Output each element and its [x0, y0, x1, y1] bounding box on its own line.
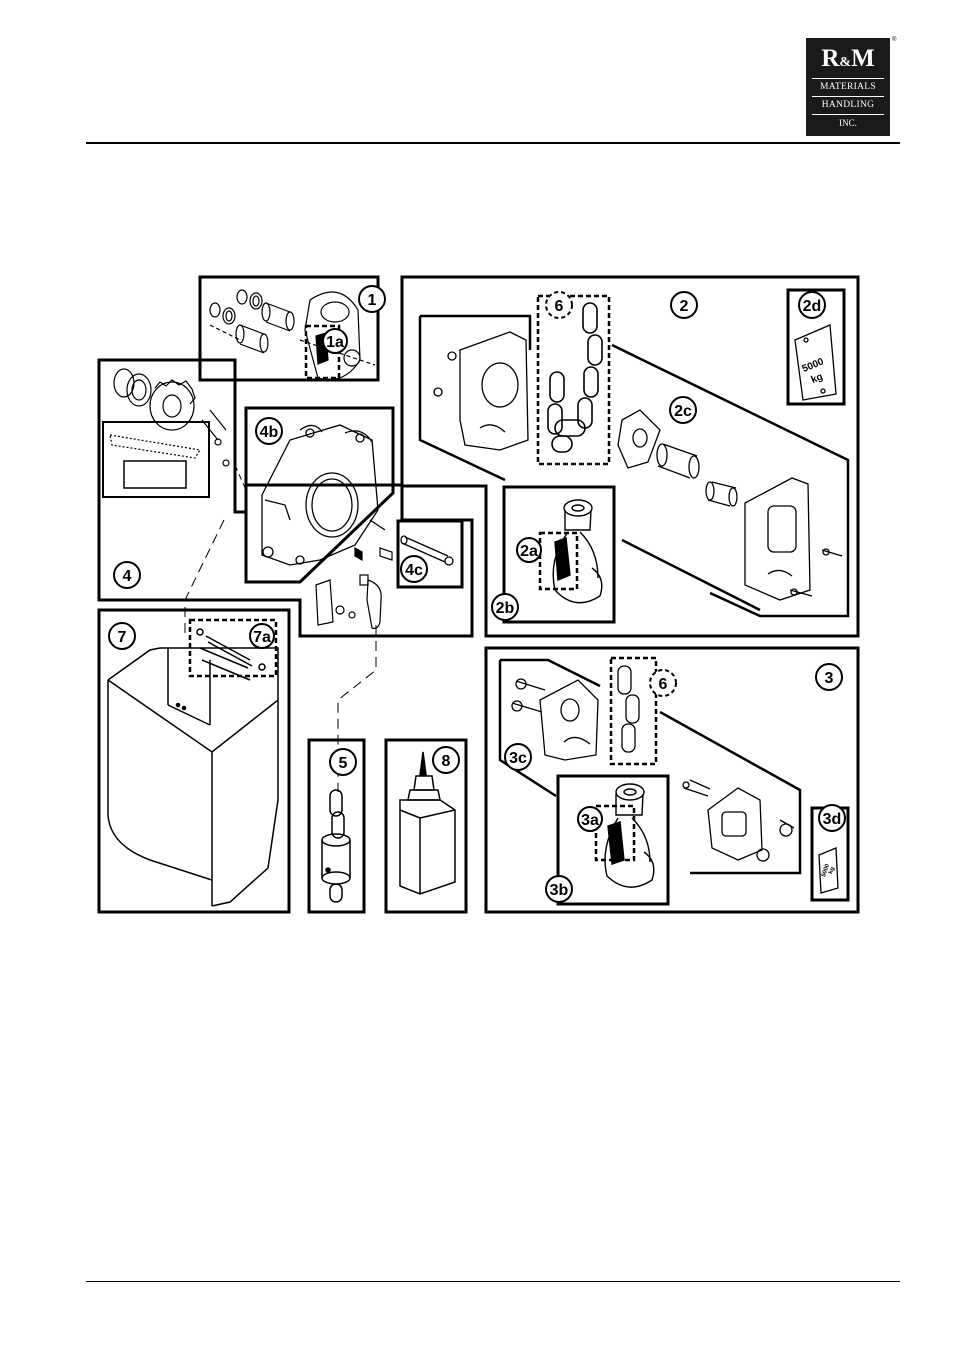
callout-5: 5 — [339, 755, 348, 772]
plate-3d-unit: kg — [828, 866, 836, 875]
panel-2-outline — [402, 277, 858, 636]
callout-2b: 2b — [496, 600, 515, 617]
part-7-cover-drawing — [108, 629, 278, 906]
callout-2: 2 — [680, 298, 689, 315]
callout-8: 8 — [442, 753, 451, 770]
callout-6-top: 6 — [555, 298, 564, 315]
callout-7: 7 — [118, 629, 127, 646]
panel-4-inset-label-box — [124, 461, 186, 488]
part-5-drawing — [322, 790, 350, 902]
callout-4c: 4c — [405, 562, 423, 579]
callout-2c: 2c — [674, 403, 692, 420]
part-4b-drawing — [262, 425, 385, 565]
callout-3b: 3b — [550, 882, 569, 899]
part-3b-hook-drawing — [605, 784, 654, 887]
part-6-top-chain-drawing — [548, 303, 602, 452]
panel-7-outline — [99, 610, 289, 912]
callout-2a: 2a — [520, 543, 538, 560]
panel-4-inset-outline — [103, 422, 209, 497]
callout-6-bottom: 6 — [659, 676, 668, 693]
part-4-drawing — [110, 369, 229, 466]
panel-1-outline — [200, 277, 378, 380]
callout-4: 4 — [123, 568, 132, 585]
callouts — [109, 286, 845, 902]
callout-3a: 3a — [581, 812, 599, 829]
leader-line-4 — [235, 465, 246, 490]
callout-3c: 3c — [509, 750, 527, 767]
callout-4b: 4b — [260, 424, 279, 441]
callout-3d: 3d — [823, 811, 842, 828]
plate-2d-unit: kg — [810, 371, 825, 386]
part-4-lower-drawing — [316, 548, 392, 628]
plate-2d-capacity: 5000 — [801, 356, 826, 375]
panel-3-inner-frame — [500, 660, 800, 873]
panel-2b-leadline — [622, 540, 760, 610]
callout-2d: 2d — [803, 298, 822, 315]
callout-7a: 7a — [253, 629, 271, 646]
callout-3: 3 — [825, 670, 834, 687]
callout-1: 1 — [368, 292, 377, 309]
part-2-drawing — [434, 332, 842, 600]
callout-1a: 1a — [326, 334, 344, 351]
